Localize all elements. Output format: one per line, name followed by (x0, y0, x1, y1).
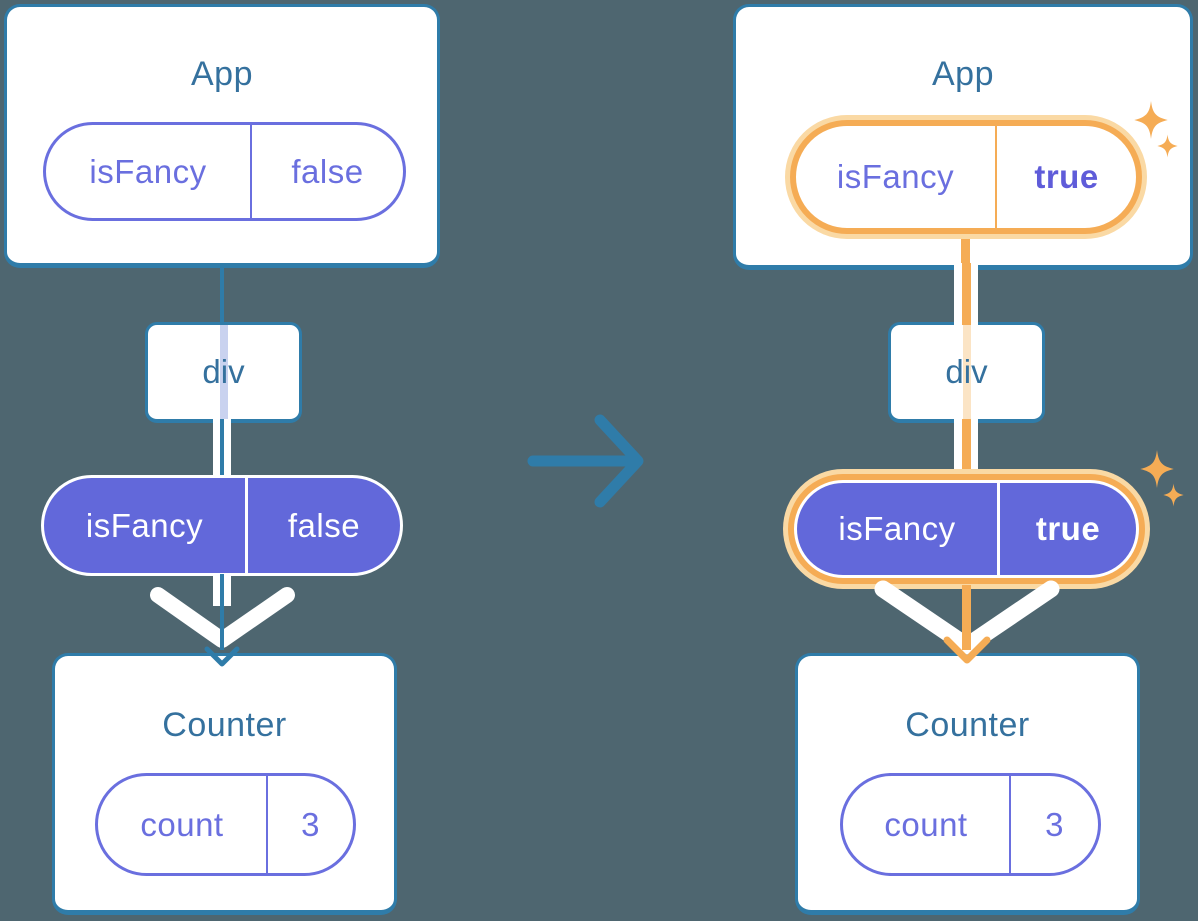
before-counter-state-pill: count 3 (95, 773, 356, 876)
after-div-thru-line (962, 325, 971, 419)
before-div-thru-line (219, 325, 228, 419)
after-prop-pill-ring: isFancy true (788, 474, 1145, 584)
after-flow-arrowhead-icon (943, 636, 991, 664)
sparkle-icon (1163, 483, 1184, 507)
sparkle-icon (1157, 134, 1178, 158)
after-pill-to-counter-line (962, 585, 971, 650)
sparkle-icon (1140, 450, 1174, 488)
before-div-box: div (145, 322, 302, 423)
after-counter-title: Counter (905, 706, 1030, 744)
after-prop-key: isFancy (797, 483, 1000, 575)
before-counter-state-key: count (98, 776, 268, 873)
before-prop-value: false (287, 506, 361, 544)
after-prop-pill: isFancy true (797, 483, 1136, 575)
before-app-card: App isFancy false (4, 4, 440, 268)
before-counter-state-value: 3 (301, 805, 320, 843)
after-prop-pill-highlight: isFancy true (783, 469, 1150, 589)
after-prop-value: true (1035, 510, 1101, 547)
after-counter-state-pill: count 3 (840, 773, 1101, 876)
after-app-to-div-line (962, 263, 971, 325)
after-app-state-pill-highlight: isFancy true (785, 115, 1147, 239)
before-app-state-key: isFancy (46, 125, 252, 218)
after-div-label: div (945, 353, 988, 390)
before-prop-pill: isFancy false (41, 475, 403, 576)
before-app-title: App (191, 55, 253, 93)
after-counter-state-value: 3 (1045, 805, 1064, 843)
after-app-pill-drop-line (961, 235, 970, 268)
after-div-to-pill-line (962, 419, 971, 474)
sparkle-icon (1134, 101, 1168, 139)
after-app-card: App isFancy true (733, 4, 1193, 270)
before-counter-card: Counter count 3 (52, 653, 397, 915)
after-app-state-key: isFancy (796, 126, 997, 228)
before-prop-key: isFancy (44, 478, 248, 573)
after-app-title: App (932, 55, 994, 93)
before-div-label: div (202, 353, 245, 390)
after-app-state-value: true (1034, 158, 1099, 195)
after-app-state-pill: isFancy true (790, 120, 1142, 234)
before-app-state-pill: isFancy false (43, 122, 406, 221)
before-app-state-value: false (291, 152, 364, 190)
after-div-box: div (888, 322, 1045, 423)
after-counter-card: Counter count 3 (795, 653, 1140, 915)
arrow-right-icon (527, 414, 644, 508)
before-pill-to-counter-line (220, 574, 224, 650)
after-counter-state-key: count (843, 776, 1011, 873)
before-flow-arrowhead-icon (204, 646, 240, 667)
before-app-to-div-line (220, 266, 224, 324)
before-counter-title: Counter (162, 706, 287, 744)
before-div-to-pill-line (220, 419, 224, 477)
